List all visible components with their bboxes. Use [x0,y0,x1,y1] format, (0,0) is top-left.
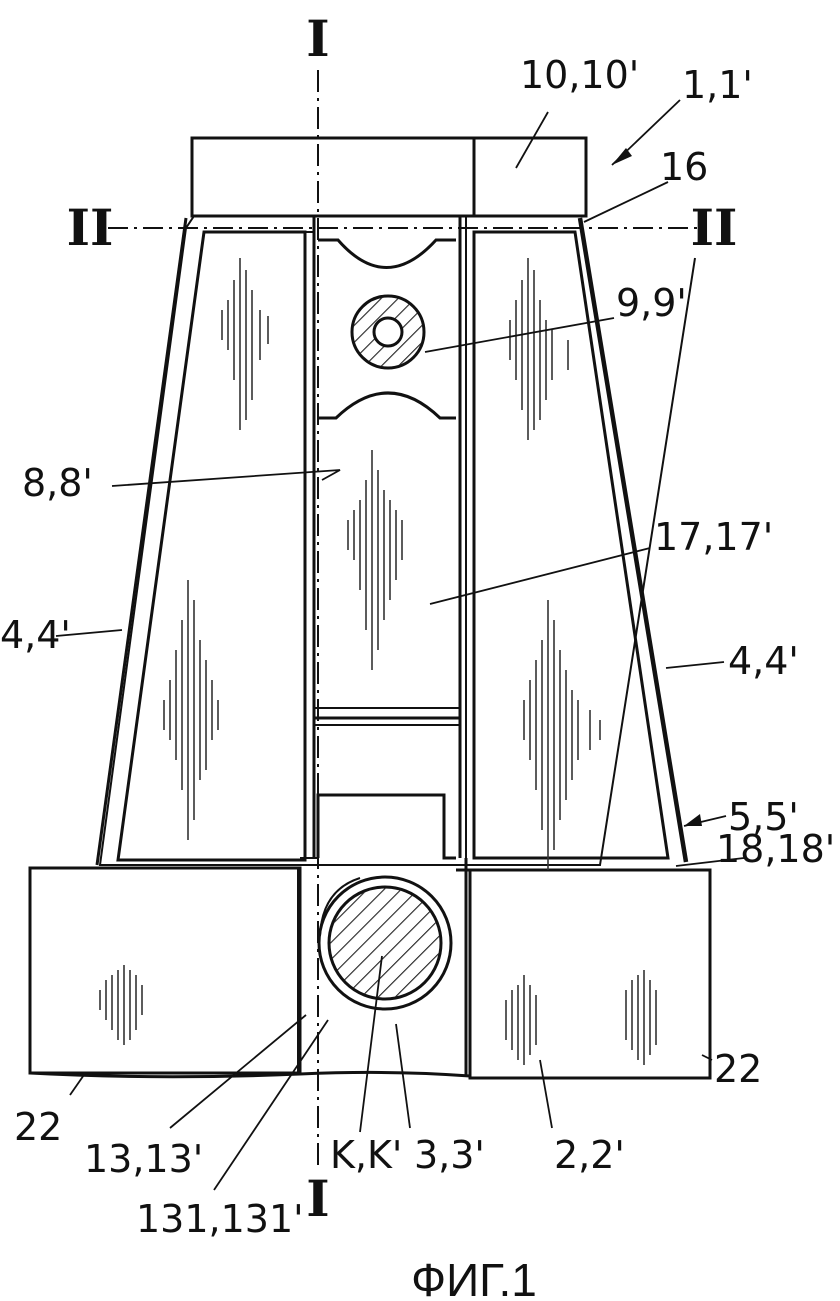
surface-texture [99,258,657,1065]
trapezoid-body [95,215,696,866]
label-22-right: 22 [714,1047,762,1091]
label-131: 131,131' [136,1197,304,1241]
label-10: 10,10' [520,53,639,97]
label-k: K,K' [330,1133,402,1177]
label-18: 18,18' [716,827,835,871]
section-mark-left: II [67,198,114,257]
label-22-left: 22 [14,1105,62,1149]
figure-caption: ФИГ.1 [411,1254,537,1301]
section-mark-top: I [306,9,329,68]
leader-lines [55,99,745,1191]
label-13: 13,13' [84,1137,203,1181]
label-2: 2,2' [554,1133,625,1177]
label-5: 5,5' [728,795,799,839]
rod-holder [300,793,456,1011]
clamp-element [318,238,456,420]
section-mark-right: II [691,198,738,257]
label-16: 16 [660,145,708,189]
label-4-right: 4,4' [728,639,799,683]
label-4-left: 4,4' [0,613,71,657]
top-block [190,136,588,218]
label-17: 17,17' [654,515,773,559]
label-3: 3,3' [414,1133,485,1177]
label-8: 8,8' [22,461,93,505]
label-9: 9,9' [616,281,687,325]
label-1: 1,1' [682,63,753,107]
section-mark-bottom: I [306,1169,329,1228]
